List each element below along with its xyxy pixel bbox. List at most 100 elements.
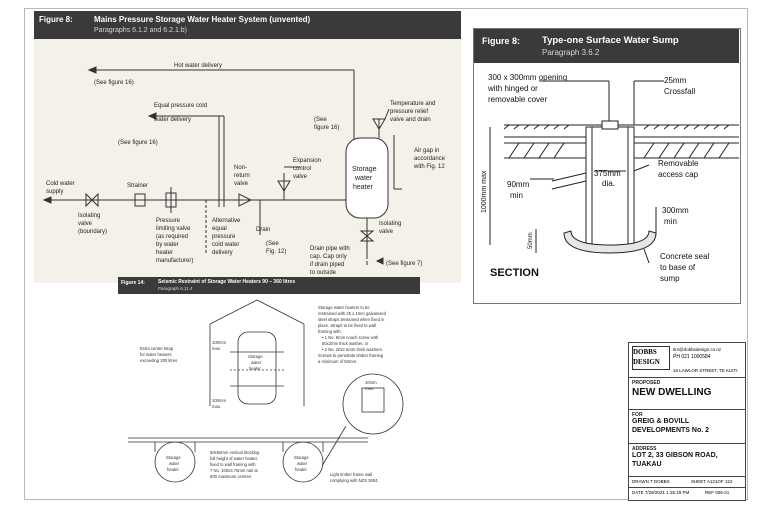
client-line-1: GREIG & BOVILL [632,418,690,425]
label-alt1: Alternative [212,218,241,224]
project-name: NEW DWELLING [632,387,712,398]
sump-header: Figure 8: Type-one Surface Water Sump Pa… [474,29,739,63]
plan-s1: Storage [166,455,181,460]
label-d1000: 1000mm max [481,170,488,213]
label-plv6: manufacturer) [156,258,193,264]
label-sto1: Storage [352,166,377,173]
client-line-2: DEVELOPMENTS No. 2 [632,427,710,434]
seismic-heater-elevation [237,331,277,405]
note10: a minimum of 50mm. [318,359,357,364]
label-dim375b: dia. [602,179,615,188]
label-plv5: heater [156,250,173,256]
d100a1: 100mm [212,340,226,345]
label-opening2: with hinged or [487,84,538,93]
date: DATE 7/29/2021 1:26:18 PM [632,490,690,495]
seismic-header: Figure 14: Seismic Restraint of Storage … [118,277,420,294]
mains-pressure-panel [34,11,461,283]
seismic-heater-plan-1 [154,441,196,483]
label-dp4: to outside [310,270,337,276]
lt2: complying with NZS 3604. [330,478,379,483]
label-opening3: removable cover [488,95,547,104]
figure-paragraph: Paragraphs 6.1.2 and 6.2.1.b) [94,27,188,34]
label-see7: (See figure 7) [386,261,422,267]
company-email: tim@dobbsdesign.co.nz [673,347,722,352]
relief-valve-icon [372,118,386,130]
seismic-figure-title: Seismic Restraint of Storage Water Heate… [158,279,296,285]
s3: heater [249,366,261,371]
concrete-seal [563,230,657,254]
figure-title: Mains Pressure Storage Water Heater Syst… [94,15,311,24]
detail2: max. [365,386,374,391]
sump-figure-paragraph: Paragraph 3.6.2 [542,48,600,57]
plan2-s2: water [297,461,308,466]
plan2-s3: heater [295,467,307,472]
label-alt5: delivery [212,250,233,256]
v5: 600 maximum centres [210,474,251,479]
tb-divider [629,409,745,410]
sump-cover [601,120,619,130]
label-equal2: water delivery [153,117,191,123]
label-dp3: if drain piped [310,262,344,268]
sump-figure-number: Figure 8: [482,36,521,46]
label-d90a: 90mm [507,180,530,189]
s1: Storage [248,354,263,359]
seismic-detail-circle [342,373,404,435]
label-exp1: Expansion [293,158,321,164]
label-plv4: by water [156,242,179,248]
label-d50: 50mm [528,232,534,249]
label-temp2: pressure relief [390,109,428,115]
label-sto3: heater [353,184,374,191]
label-sto2: water [354,175,373,182]
plan-s2: water [169,461,180,466]
tb-divider [629,377,745,378]
isolating-valve-icon [85,192,99,208]
label-airgap2: accordance [414,156,446,162]
label-equal1: Equal pressure cold [154,103,207,109]
plan-s3: heater [167,467,179,472]
v2: full height of water heater, [210,456,258,461]
label-section: SECTION [490,267,539,279]
label-d300a: 300mm [662,206,689,215]
non-return-valve-icon [238,193,253,207]
v1: 50x50mm vertical blocking [210,450,260,455]
label-drain: Drain [256,227,270,233]
label-plv1: Pressure [156,218,181,224]
seismic-figure-number: Figure 14: [121,280,145,286]
water-heater-system-diagram: Hot water delivery (See figure 16) Equal… [42,63,446,276]
drawn-by: DRAWN T DOBBS [632,479,670,484]
label-opening1: 300 x 300mm opening [488,73,567,82]
label-exp2: control [293,166,311,172]
label-cap1: Removable [658,159,699,168]
sump-figure-title: Type-one Surface Water Sump [542,35,679,46]
label-iso1: Isolating [78,213,100,219]
proposed-label: PROPOSED [632,380,661,386]
label-alt2: equal [212,226,227,232]
address-line-2: TUAKAU [632,461,662,468]
label-seal2: to base of [660,263,696,272]
lt1: Light timber frame wall [330,472,372,477]
title-block: DOBBS DESIGN tim@dobbsdesign.co.nz PH 02… [628,342,746,501]
company-address: 16 LAWLOR STREET, TE KUITI [673,368,738,373]
note8: • 2 No. 20x2.5mm thick washers. [322,347,383,352]
extra3: exceeding 200 litres [140,358,177,363]
note1: Storage water heaters to be [318,305,370,310]
sheet-number: SHEET A121OF 122 [691,479,733,484]
label-seefig12b: Fig. 12) [266,249,286,255]
label-seal3: sump [660,274,680,283]
sump-section-diagram: 300 x 300mm opening with hinged or remov… [481,73,739,283]
label-temp3: valve and drain [390,117,431,123]
v3: fixed to wall framing with [210,462,256,467]
tb-divider [629,487,745,488]
extra2: for water heaters [140,352,171,357]
address-line-1: LOT 2, 33 GIBSON ROAD, [632,452,718,459]
strainer-icon [134,193,146,207]
label-see16a: (See figure 16) [94,80,134,86]
d100b1: 100mm [212,398,226,403]
label-temp1: Temperature and [390,101,435,107]
label-see16c2: figure 16) [314,125,339,131]
tb-divider [629,443,745,444]
tb-divider [629,476,745,477]
note6: • 1 No. 8mm coach screw with [322,335,379,340]
seismic-heater-plan-2 [282,441,324,483]
label-dp1: Drain pipe with [310,246,350,252]
